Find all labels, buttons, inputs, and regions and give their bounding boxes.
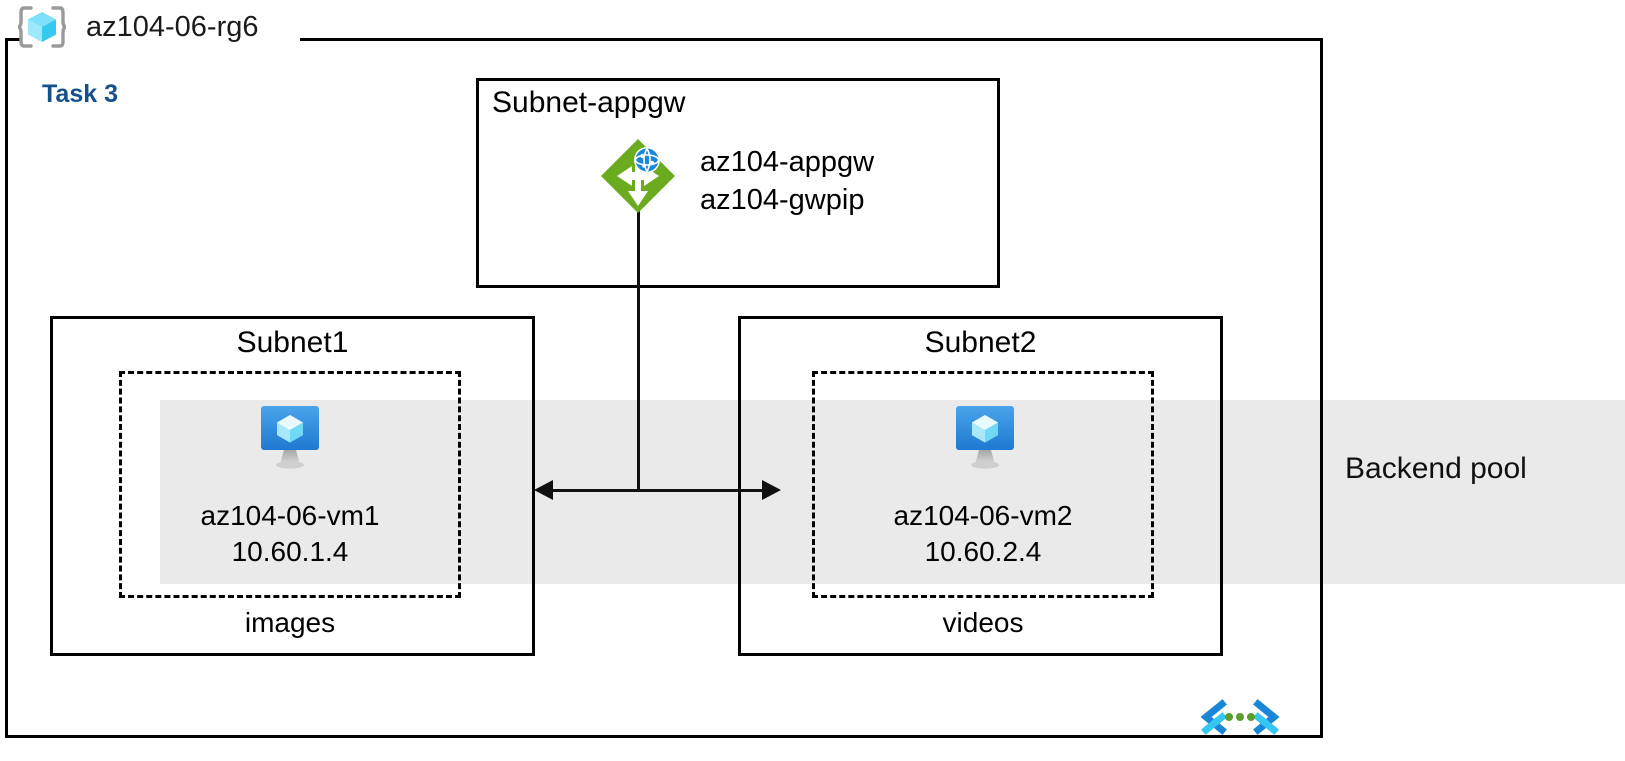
subnet2-title: Subnet2 [924,326,1037,359]
subnet1-caption: images [244,607,336,638]
arrow-right-icon [762,480,781,500]
code-brackets-icon [1196,694,1284,740]
appgw-name: az104-appgw [700,146,875,178]
backend-pool-label: Backend pool [1345,452,1527,485]
subnet-appgw-boundary [476,78,1000,288]
appgw-resource-labels: az104-appgw az104-gwpip [700,143,874,219]
subnet1-title: Subnet1 [236,326,349,359]
arrow-left-icon [534,480,553,500]
appgw-vertical-connector [637,208,640,490]
subnet2-boundary [738,316,1223,656]
subnet-appgw-title: Subnet-appgw [492,86,686,119]
vm2-name: az104-06-vm2 [893,500,1073,531]
resource-group-cube-icon [17,5,67,49]
resource-group-boundary [5,38,1323,738]
vm1-ip: 10.60.1.4 [231,536,349,567]
subnet2-caption: videos [942,607,1024,638]
subnet1-vm-labels: az104-06-vm1 10.60.1.4 [119,498,461,570]
virtual-machine-icon [255,404,325,470]
resource-group-title-gap [10,28,300,50]
vm1-name: az104-06-vm1 [200,500,380,531]
subnet2-vm-group [812,371,1154,598]
gwpip-name: az104-gwpip [700,184,865,216]
virtual-machine-icon [950,404,1020,470]
resource-group-border-stub [5,38,21,41]
subnet-horizontal-connector [550,489,765,492]
vm2-ip: 10.60.2.4 [924,536,1042,567]
subnet1-boundary [50,316,535,656]
application-gateway-icon [598,136,678,216]
subnet1-vm-group [119,371,461,598]
resource-group-name: az104-06-rg6 [86,11,259,43]
task-label: Task 3 [42,80,118,108]
backend-pool-band [160,400,1625,584]
subnet2-vm-labels: az104-06-vm2 10.60.2.4 [812,498,1154,570]
